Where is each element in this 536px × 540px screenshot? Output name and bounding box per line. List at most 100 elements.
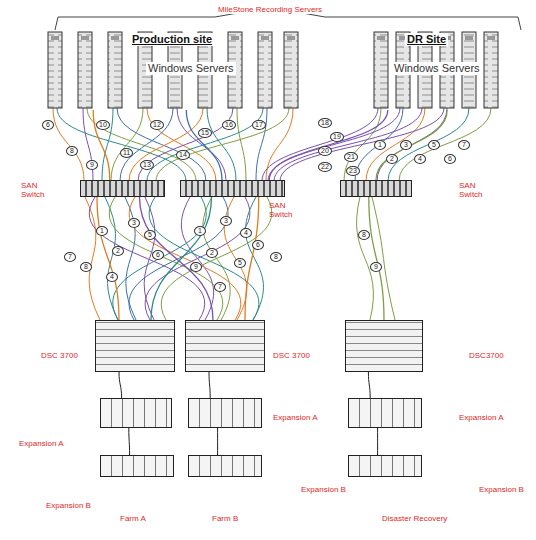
device-label: DSC3700	[469, 351, 504, 360]
site-heading: DR Site	[405, 33, 448, 46]
callout-number: 1	[194, 226, 206, 236]
callout-number: 8	[80, 262, 92, 272]
farm-label: Farm B	[212, 514, 238, 523]
fiber-wire	[129, 197, 241, 320]
rack-bezel	[111, 36, 119, 40]
callout-number: 17	[252, 120, 266, 130]
cable	[93, 110, 110, 180]
callout-number: 15	[198, 128, 212, 138]
callout-number: 18	[318, 118, 332, 128]
device-label: DSC 3700	[273, 351, 310, 360]
device-label: Expansion B	[46, 501, 91, 510]
callout-number: 7	[214, 282, 226, 292]
callout-number: 3	[128, 218, 140, 228]
callout-number: 5	[428, 140, 440, 150]
callout-number: 1	[96, 226, 108, 236]
cable	[151, 197, 212, 320]
server-group: Production siteWindows Servers	[40, 28, 306, 110]
storage-controller: DSC 3700	[185, 320, 265, 372]
server-rack	[48, 32, 62, 108]
fiber-wire	[147, 108, 263, 181]
callout-number: 21	[344, 152, 358, 162]
callout-number: 23	[346, 166, 360, 176]
fiber-wire	[161, 197, 272, 320]
cable	[186, 110, 222, 180]
callout-number: 6	[252, 240, 264, 250]
expansion-shelf: Expansion B	[348, 455, 422, 477]
rack-bezel	[81, 36, 89, 40]
callout-number: 3	[220, 216, 232, 226]
cable	[376, 110, 447, 180]
callout-number: 10	[96, 120, 110, 130]
callout-number: 8	[358, 230, 370, 240]
callout-number: 4	[240, 228, 252, 238]
fiber-wire	[129, 108, 203, 181]
device-label: Expansion A	[459, 413, 503, 422]
fiber-wire	[256, 108, 267, 181]
bracket	[55, 17, 521, 30]
fiber-wire	[125, 197, 136, 320]
server-caption: Windows Servers	[146, 62, 236, 75]
callout-number: 14	[176, 150, 190, 160]
callout-number: 4	[414, 154, 426, 164]
site-heading: Production site	[130, 33, 214, 46]
fiber-wire	[129, 197, 228, 320]
callout-number: 9	[86, 160, 98, 170]
fiber-wire	[111, 108, 143, 181]
callout-number: 2	[386, 154, 398, 164]
cable	[97, 197, 119, 320]
rack-bezel	[465, 36, 473, 40]
callout-number: 5	[234, 258, 246, 268]
callout-number: 16	[222, 120, 236, 130]
callout-number: 12	[150, 120, 164, 130]
callout-number: 8	[270, 252, 282, 262]
farm-label: Disaster Recovery	[382, 514, 447, 523]
fiber-wire	[156, 108, 289, 181]
server-rack	[108, 32, 122, 108]
callout-number: 7	[458, 140, 470, 150]
callout-number: 6	[152, 250, 164, 260]
fiber-wire	[138, 108, 233, 181]
server-rack	[284, 32, 298, 108]
expansion-shelf: Expansion A	[100, 398, 172, 428]
callout-number: 3	[400, 140, 412, 150]
fiber-wire	[388, 108, 469, 181]
fiber-wire	[89, 197, 204, 320]
san-switch: SAN Switch	[80, 180, 165, 197]
callout-number: 1	[374, 140, 386, 150]
fiber-wire	[109, 197, 223, 320]
cable	[368, 372, 370, 398]
cable	[209, 372, 210, 398]
device-label: Expansion A	[19, 439, 63, 448]
fiber-wire	[113, 197, 206, 320]
rack-bezel	[231, 36, 239, 40]
server-group: DR SiteWindows Servers	[368, 28, 500, 110]
fiber-wire	[280, 108, 444, 181]
callout-number: 6	[42, 120, 54, 130]
expansion-shelf: Expansion B	[100, 455, 174, 477]
cable	[119, 372, 122, 398]
expansion-shelf: Expansion B	[188, 455, 262, 477]
fiber-wire	[83, 108, 93, 181]
cable	[140, 197, 214, 320]
callout-number: 2	[206, 248, 218, 258]
callout-number: 22	[318, 162, 332, 172]
server-rack	[258, 32, 272, 108]
device-label: SAN Switch	[269, 201, 303, 219]
fiber-wire	[53, 108, 84, 181]
group-title: MileStone Recording Servers	[215, 5, 325, 14]
fiber-wire	[357, 197, 374, 320]
expansion-shelf: Expansion A	[348, 398, 422, 428]
fiber-wire	[145, 197, 250, 320]
farm-label: Farm A	[120, 514, 146, 523]
storage-controller: DSC3700	[345, 320, 423, 372]
fiber-wire	[246, 197, 264, 320]
fiber-wire	[102, 108, 113, 181]
cable	[369, 197, 384, 320]
server-caption: Windows Servers	[392, 62, 482, 75]
fiber-wire	[268, 108, 400, 181]
fiber-wire	[274, 108, 422, 181]
san-switch: SAN Switch	[340, 180, 412, 197]
rack-bezel	[287, 36, 295, 40]
rack-bezel	[51, 36, 59, 40]
